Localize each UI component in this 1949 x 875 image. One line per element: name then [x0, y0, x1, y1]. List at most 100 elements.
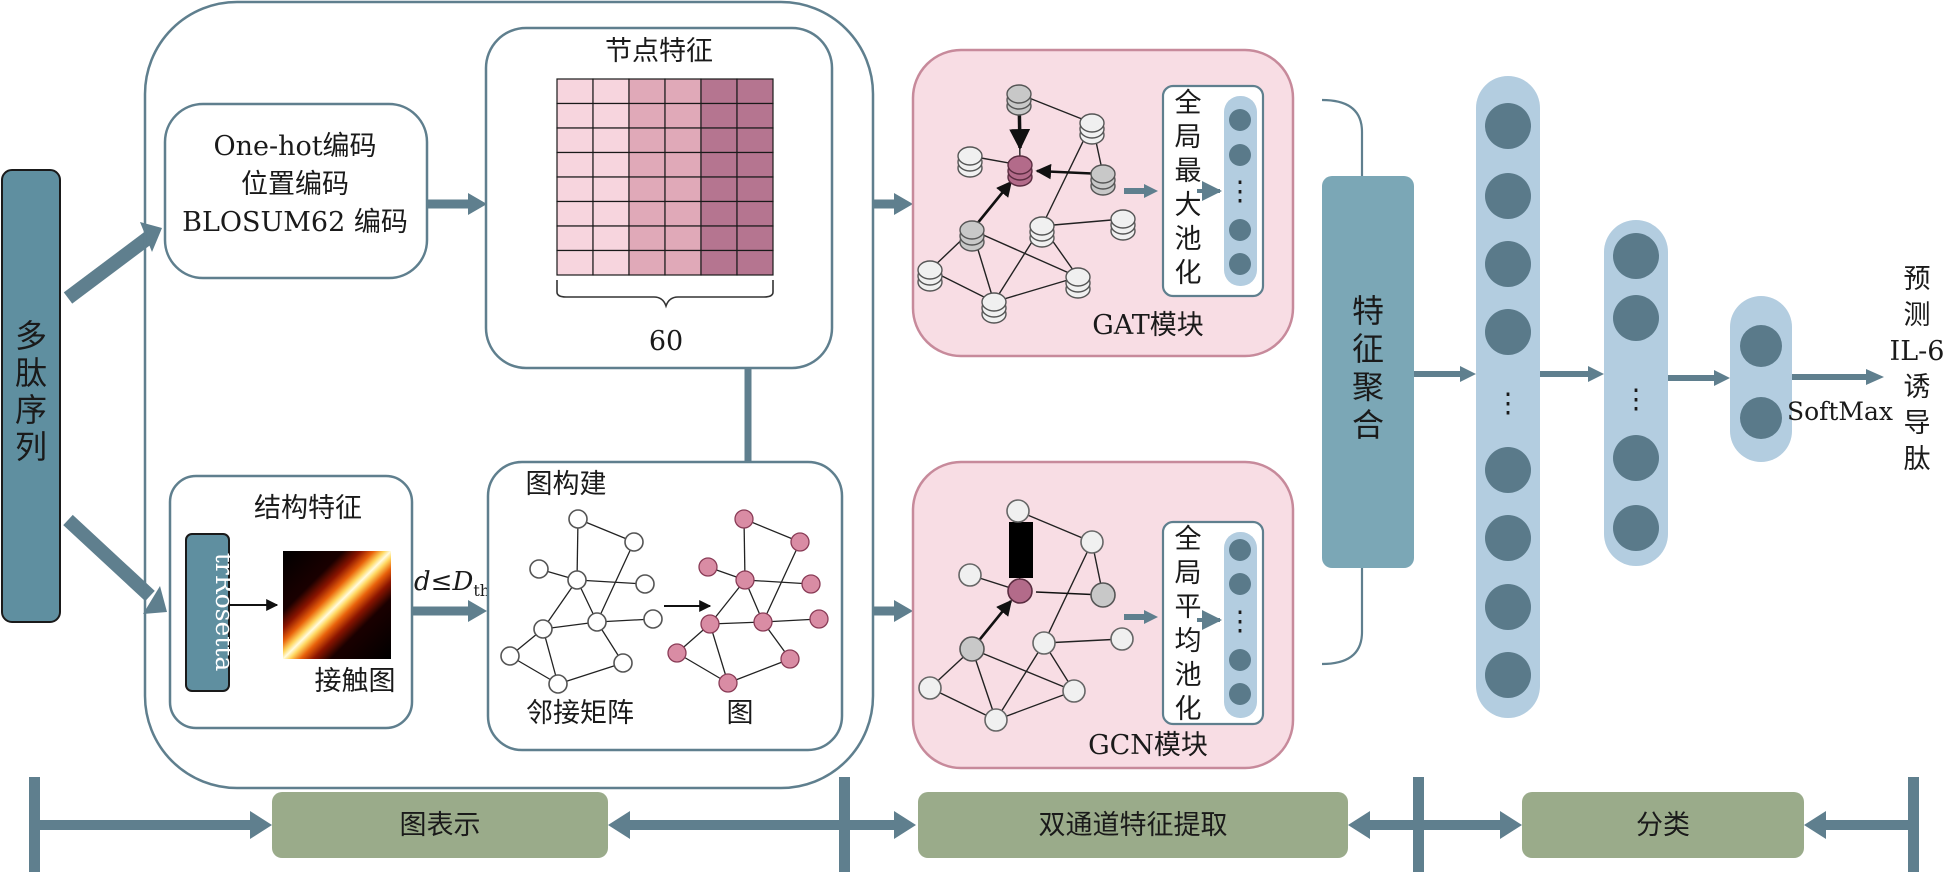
- input-char-2: 肽: [15, 354, 47, 392]
- matrix-cell: [592, 102, 630, 129]
- matrix-cell: [592, 151, 630, 178]
- gcn-pool-ellipsis: ⋮: [1227, 606, 1254, 637]
- stage-classification-label: 分类: [1636, 810, 1690, 841]
- stage-classification: [1522, 792, 1804, 858]
- graph-construction-title: 图构建: [526, 469, 607, 500]
- dense1-node: [1485, 309, 1531, 355]
- arrow-fusion-to-dense1: [1414, 366, 1476, 382]
- matrix-cell: [664, 151, 702, 178]
- gcn-aggregation-bar: [1009, 522, 1033, 578]
- feature-dimension: 60: [649, 326, 683, 357]
- stage-bar: [29, 777, 1919, 872]
- matrix-cell: [664, 249, 702, 276]
- dense1-node: [1485, 173, 1531, 219]
- input-branch-arrows: [63, 222, 167, 614]
- matrix-cell: [628, 225, 666, 252]
- threshold-arrow: [412, 600, 487, 622]
- gat-node: [1065, 267, 1091, 299]
- gat-node: [1006, 84, 1032, 116]
- svg-text:合: 合: [1352, 406, 1384, 444]
- svg-text:导: 导: [1904, 408, 1931, 439]
- matrix-cell: [592, 225, 630, 252]
- matrix-cell: [592, 249, 630, 276]
- matrix-cell: [592, 176, 630, 203]
- matrix-cell: [664, 200, 702, 227]
- dense1-node: [1485, 652, 1531, 698]
- svg-text:池: 池: [1175, 224, 1202, 255]
- matrix-cell: [736, 249, 774, 276]
- matrix-cell: [628, 102, 666, 129]
- arrow-gcn-to-pool: [1124, 610, 1158, 624]
- prediction-label: 预 测 IL-6 诱 导 肽: [1890, 264, 1945, 475]
- matrix-cell: [664, 225, 702, 252]
- threshold-label: d≤Dth: [414, 567, 490, 600]
- graph-representation-panel: [143, 0, 875, 790]
- matrix-cell: [700, 127, 738, 154]
- encoding-blosum: BLOSUM62 编码: [182, 207, 408, 238]
- input-char-3: 序: [15, 391, 47, 429]
- graph-label: 图: [727, 698, 754, 729]
- matrix-cell: [664, 78, 702, 105]
- adjacency-graph: [500, 509, 663, 694]
- node-features-title: 节点特征: [605, 36, 713, 67]
- matrix-cell: [700, 102, 738, 129]
- svg-text:肽: 肽: [1904, 444, 1931, 475]
- output-layer-nodes: [1740, 325, 1782, 439]
- matrix-cell: [628, 249, 666, 276]
- structure-feature-title: 结构特征: [254, 493, 362, 524]
- dense2-node: [1613, 233, 1659, 279]
- matrix-cell: [736, 200, 774, 227]
- gat-node: [959, 220, 985, 252]
- matrix-cell: [628, 127, 666, 154]
- matrix-cell: [736, 127, 774, 154]
- gat-module-label: GAT模块: [1092, 310, 1204, 341]
- stage-graph-representation: [272, 792, 608, 858]
- matrix-cell: [664, 176, 702, 203]
- matrix-cell: [556, 78, 594, 105]
- dense1-node: [1485, 103, 1531, 149]
- matrix-cell: [556, 176, 594, 203]
- svg-text:平: 平: [1175, 592, 1202, 623]
- constructed-graph: [667, 509, 829, 693]
- matrix-cell: [592, 200, 630, 227]
- gcn-pool-label: 全 局 平 均 池 化: [1175, 524, 1202, 725]
- matrix-cell: [664, 127, 702, 154]
- svg-text:诱: 诱: [1904, 372, 1931, 403]
- arrow-softmax: [1792, 369, 1884, 385]
- gat-pool-label: 全 局 最 大 池 化: [1175, 88, 1202, 289]
- encoding-box: [163, 102, 429, 280]
- gat-pooled-vector: [1224, 96, 1257, 286]
- feature-fusion-box: [1322, 176, 1414, 568]
- feature-fusion-label: 特 征 聚 合: [1352, 292, 1384, 444]
- dense-layer-1-nodes: [1485, 103, 1531, 698]
- input-sequence-box: [1, 169, 61, 623]
- gat-node: [1090, 164, 1116, 196]
- stage-dual-channel: [918, 792, 1348, 858]
- node-feature-matrix: [556, 78, 774, 276]
- arrow-to-gcn: [874, 600, 913, 622]
- svg-text:大: 大: [1175, 190, 1202, 221]
- matrix-cell: [700, 78, 738, 105]
- dense-layer-1: [1476, 76, 1540, 718]
- dense-layer-2-ellipsis: ⋮: [1623, 384, 1650, 415]
- matrix-cell: [700, 200, 738, 227]
- gat-node: [1079, 113, 1105, 145]
- arrow-encoding-to-features: [428, 193, 487, 215]
- fusion-bracket: [1321, 98, 1364, 666]
- gcn-module-label: GCN模块: [1088, 730, 1208, 761]
- svg-text:征: 征: [1352, 330, 1384, 368]
- svg-text:全: 全: [1175, 88, 1202, 119]
- feature-brace: [556, 280, 774, 309]
- svg-text:均: 均: [1175, 626, 1202, 657]
- matrix-cell: [628, 78, 666, 105]
- svg-text:IL-6: IL-6: [1890, 336, 1945, 367]
- dense-layer-1-ellipsis: ⋮: [1495, 388, 1522, 419]
- adjacency-label: 邻接矩阵: [526, 698, 634, 729]
- gat-node: [1007, 155, 1033, 187]
- matrix-cell: [736, 102, 774, 129]
- matrix-cell: [664, 102, 702, 129]
- gat-node: [981, 292, 1007, 324]
- contact-map: [283, 551, 391, 659]
- gcn-pooled-nodes: [1229, 539, 1251, 705]
